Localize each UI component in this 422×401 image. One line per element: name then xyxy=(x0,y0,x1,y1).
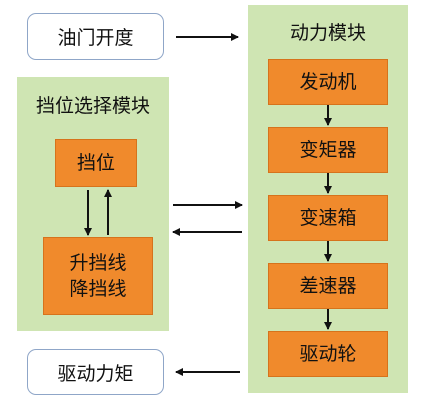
gearbox-box: 变速箱 xyxy=(268,195,388,241)
differential-box: 差速器 xyxy=(268,263,388,309)
gear-selection-module: 挡位选择模块 挡位 升挡线 降挡线 xyxy=(17,77,169,331)
gear-label: 挡位 xyxy=(76,152,115,174)
throttle-label: 油门开度 xyxy=(57,27,134,49)
drive-wheel-box: 驱动轮 xyxy=(268,331,388,377)
power-module: 动力模块 发动机 变矩器 变速箱 差速器 驱动轮 xyxy=(248,5,408,393)
shift-down-label: 降挡线 xyxy=(69,278,127,300)
engine-box: 发动机 xyxy=(268,59,388,105)
torque-converter-box: 变矩器 xyxy=(268,127,388,173)
drive-torque-output-box: 驱动力矩 xyxy=(27,349,164,395)
drive-wheel-label: 驱动轮 xyxy=(299,343,357,365)
torque-converter-label: 变矩器 xyxy=(299,139,357,161)
shift-lines-box: 升挡线 降挡线 xyxy=(43,237,153,315)
gear-module-title: 挡位选择模块 xyxy=(35,95,150,117)
drive-torque-label: 驱动力矩 xyxy=(57,362,134,385)
gear-box: 挡位 xyxy=(55,139,137,187)
power-module-title: 动力模块 xyxy=(289,22,366,44)
throttle-input-box: 油门开度 xyxy=(27,13,164,60)
shift-up-label: 升挡线 xyxy=(69,252,127,274)
engine-label: 发动机 xyxy=(299,71,357,93)
differential-label: 差速器 xyxy=(299,275,357,297)
gearbox-label: 变速箱 xyxy=(299,207,357,229)
